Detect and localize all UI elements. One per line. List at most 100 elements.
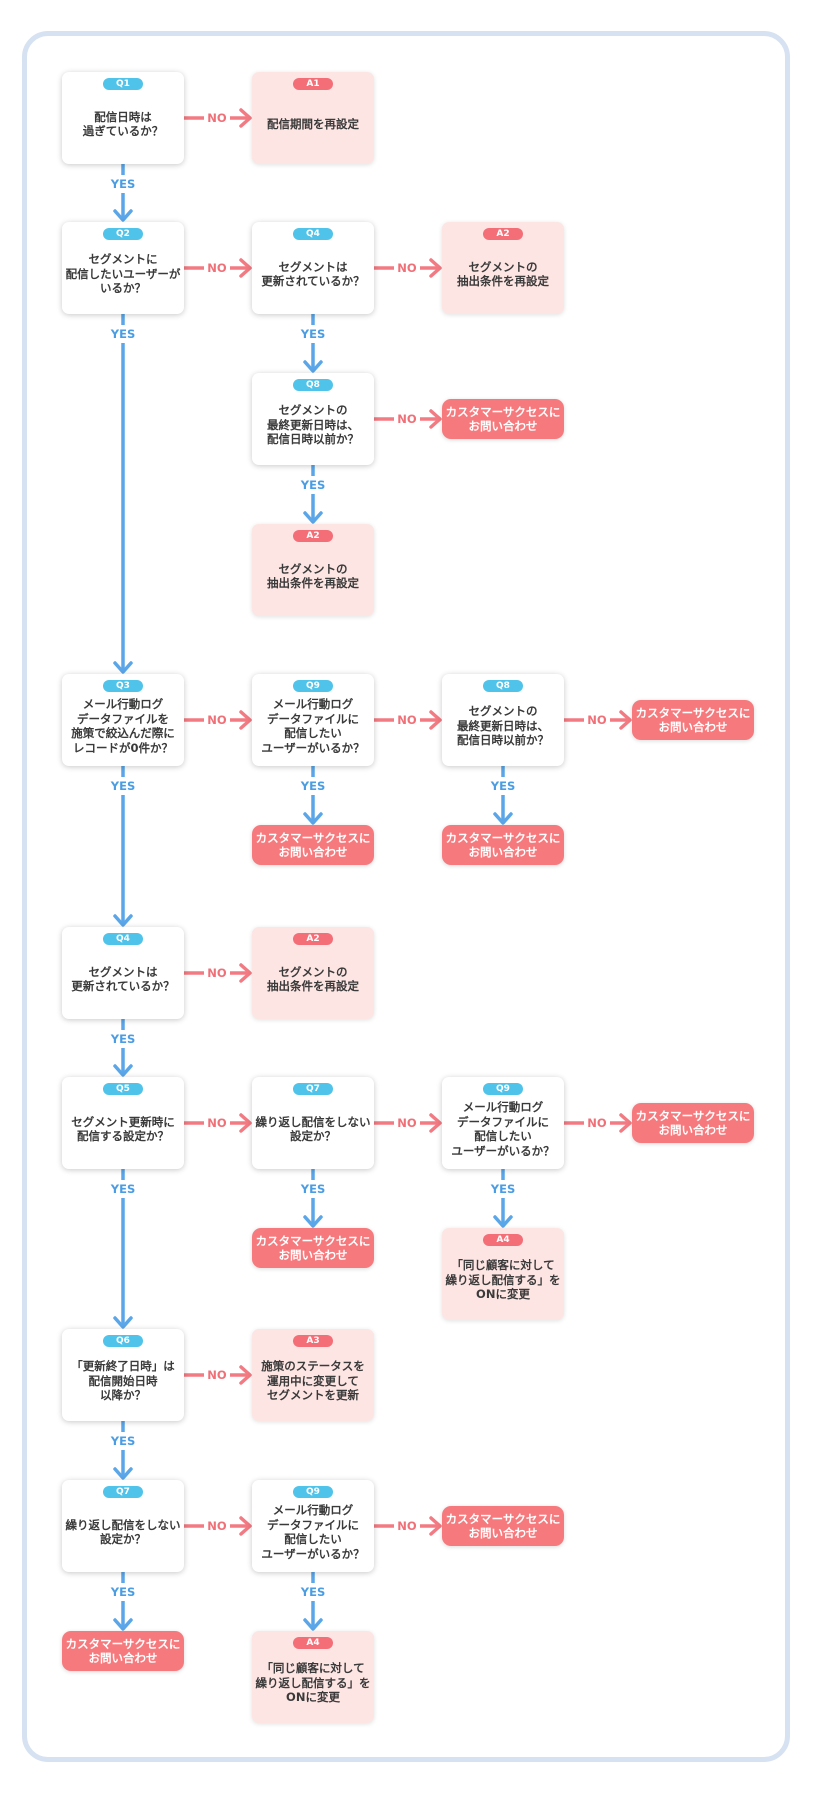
yes-arrowhead (113, 661, 133, 674)
contact-support-box: カスタマーサクセスに お問い合わせ (62, 1631, 184, 1671)
yes-label: YES (110, 1032, 136, 1046)
question-box: Q4 セグメントは 更新されているか？ (252, 222, 374, 314)
yes-label: YES (300, 1182, 326, 1196)
question-badge: Q9 (483, 1083, 523, 1095)
flowchart-frame (22, 31, 790, 1762)
no-arrowhead (619, 1113, 632, 1133)
no-arrowhead (429, 1516, 442, 1536)
yes-arrowhead (113, 1316, 133, 1329)
yes-arrowhead (113, 914, 133, 927)
answer-box: A2 セグメントの 抽出条件を再設定 (442, 222, 564, 314)
question-badge: Q4 (103, 933, 143, 945)
no-label: NO (207, 261, 227, 275)
node-text: カスタマーサクセスに お問い合わせ (255, 1233, 371, 1263)
no-label: NO (207, 1519, 227, 1533)
node-text: 配信日時は 過ぎているか？ (82, 109, 164, 139)
no-arrowhead (239, 1365, 252, 1385)
no-arrowhead (619, 710, 632, 730)
yes-arrowhead (493, 1215, 513, 1228)
node-text: セグメントの 抽出条件を再設定 (457, 259, 549, 289)
no-label: NO (587, 713, 607, 727)
yes-arrowhead (113, 1467, 133, 1480)
question-badge: Q2 (103, 228, 143, 240)
question-box: Q9 メール行動ログ データファイルに 配信したい ユーザーがいるか？ (442, 1077, 564, 1169)
answer-box: A2 セグメントの 抽出条件を再設定 (252, 524, 374, 616)
node-text: メール行動ログ データファイルに 配信したい ユーザーがいるか？ (261, 697, 365, 755)
no-label: NO (397, 261, 417, 275)
yes-label: YES (110, 779, 136, 793)
node-text: セグメントの 抽出条件を再設定 (267, 964, 359, 994)
yes-label: YES (110, 177, 136, 191)
node-text: セグメントの 最終更新日時は、 配信日時以前か？ (267, 403, 359, 447)
answer-badge: A2 (483, 228, 523, 240)
question-badge: Q9 (293, 680, 333, 692)
answer-badge: A4 (483, 1234, 523, 1246)
no-label: NO (397, 713, 417, 727)
question-badge: Q7 (293, 1083, 333, 1095)
yes-label: YES (110, 1585, 136, 1599)
node-text: 配信期間を再設定 (267, 116, 359, 131)
contact-support-box: カスタマーサクセスに お問い合わせ (442, 399, 564, 439)
yes-arrowhead (113, 1064, 133, 1077)
no-arrowhead (239, 963, 252, 983)
node-text: 「同じ顧客に対して 繰り返し配信する」を ONに変更 (255, 1661, 371, 1705)
yes-arrowhead (303, 1215, 323, 1228)
no-label: NO (207, 111, 227, 125)
node-text: カスタマーサクセスに お問い合わせ (445, 1511, 561, 1541)
node-text: カスタマーサクセスに お問い合わせ (635, 705, 751, 735)
no-label: NO (397, 412, 417, 426)
no-arrowhead (239, 710, 252, 730)
no-arrowhead (239, 1516, 252, 1536)
answer-box: A1 配信期間を再設定 (252, 72, 374, 164)
node-text: カスタマーサクセスに お問い合わせ (255, 830, 371, 860)
node-text: 施策のステータスを 運用中に変更して セグメントを更新 (261, 1359, 365, 1403)
no-arrowhead (429, 710, 442, 730)
no-label: NO (587, 1116, 607, 1130)
yes-label: YES (300, 779, 326, 793)
node-text: セグメントの 最終更新日時は、 配信日時以前か？ (457, 704, 549, 748)
yes-label: YES (110, 1182, 136, 1196)
question-badge: Q7 (103, 1486, 143, 1498)
node-text: セグメントは 更新されているか？ (261, 259, 365, 289)
answer-badge: A1 (293, 78, 333, 90)
no-label: NO (207, 1368, 227, 1382)
yes-arrowhead (303, 511, 323, 524)
contact-support-box: カスタマーサクセスに お問い合わせ (252, 825, 374, 865)
question-badge: Q9 (293, 1486, 333, 1498)
answer-badge: A4 (293, 1637, 333, 1649)
no-arrowhead (429, 1113, 442, 1133)
yes-label: YES (490, 1182, 516, 1196)
answer-badge: A2 (293, 530, 333, 542)
yes-arrowhead (113, 209, 133, 222)
answer-box: A2 セグメントの 抽出条件を再設定 (252, 927, 374, 1019)
node-text: 繰り返し配信をしない 設定か？ (65, 1517, 181, 1547)
question-badge: Q4 (293, 228, 333, 240)
answer-badge: A2 (293, 933, 333, 945)
node-text: カスタマーサクセスに お問い合わせ (445, 830, 561, 860)
node-text: セグメントの 抽出条件を再設定 (267, 561, 359, 591)
no-label: NO (207, 966, 227, 980)
node-text: カスタマーサクセスに お問い合わせ (445, 404, 561, 434)
node-text: メール行動ログ データファイルに 配信したい ユーザーがいるか？ (451, 1100, 555, 1158)
no-label: NO (397, 1519, 417, 1533)
question-badge: Q8 (293, 379, 333, 391)
node-text: 繰り返し配信をしない 設定か？ (255, 1114, 371, 1144)
yes-arrowhead (303, 1618, 323, 1631)
yes-label: YES (490, 779, 516, 793)
question-box: Q8 セグメントの 最終更新日時は、 配信日時以前か？ (252, 373, 374, 465)
no-arrowhead (239, 1113, 252, 1133)
question-badge: Q5 (103, 1083, 143, 1095)
no-label: NO (207, 1116, 227, 1130)
question-badge: Q3 (103, 680, 143, 692)
question-box: Q7 繰り返し配信をしない 設定か？ (62, 1480, 184, 1572)
question-box: Q6「更新終了日時」は 配信開始日時 以降か？ (62, 1329, 184, 1421)
yes-arrowhead (493, 812, 513, 825)
answer-box: A4 「同じ顧客に対して 繰り返し配信する」を ONに変更 (252, 1631, 374, 1723)
answer-badge: A3 (293, 1335, 333, 1347)
node-text: メール行動ログ データファイルを 施策で絞込んだ際に レコードが0件か？ (71, 697, 175, 755)
